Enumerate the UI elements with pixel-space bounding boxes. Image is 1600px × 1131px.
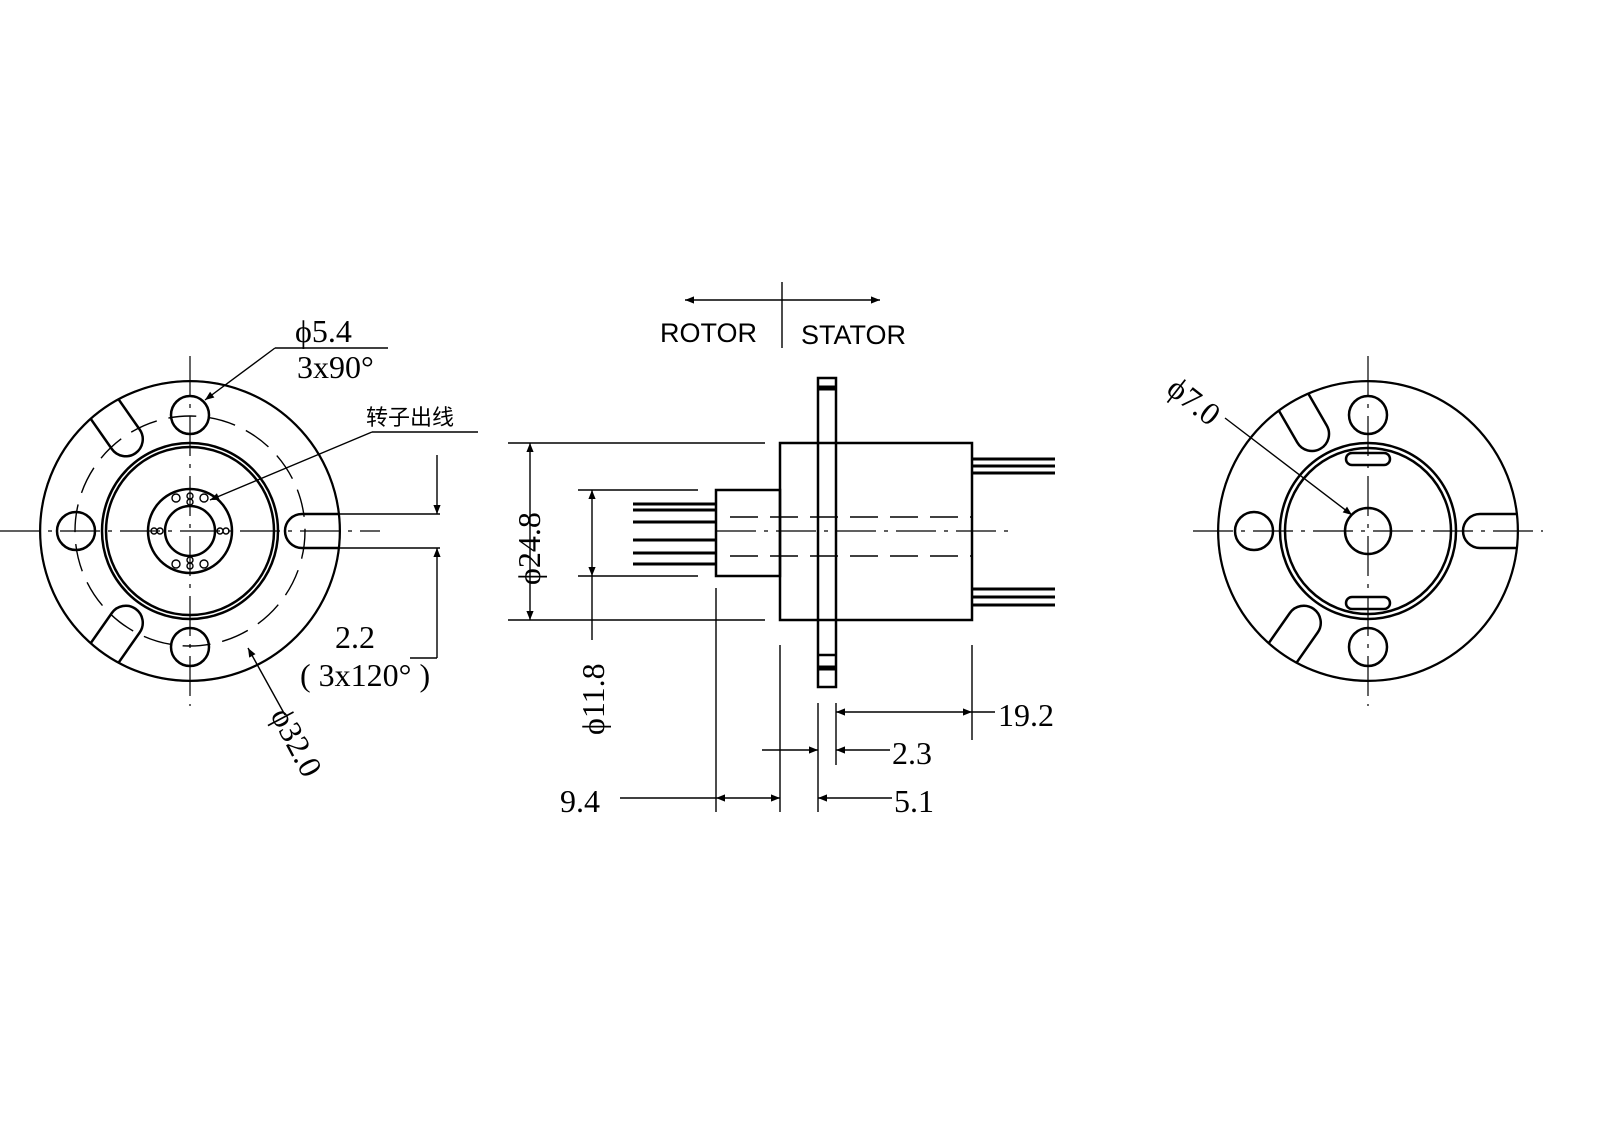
flange-thickness-label: 2.3 [892,735,932,771]
slot-width-label: 2.2 [335,619,375,655]
slot-pattern-label: ( 3x120° ) [300,657,430,693]
hole-pattern-label: 3x90° [297,349,374,385]
flange [816,376,838,689]
side-view: ROTOR STATOR ϕ24.8 ϕ11.8 19.2 2.3 9.4 5.… [508,282,1055,819]
rotor-to-flange-label: 5.1 [894,783,934,819]
body-dia-label: ϕ24.8 [511,512,547,585]
rotor-label: ROTOR [660,318,757,348]
flange-dia-label: ϕ32.0 [264,701,330,782]
hole-dia-label: ϕ5.4 [295,313,352,349]
stator-label: STATOR [801,320,906,350]
rotor-end-view [0,354,380,708]
shaft-dia-label: ϕ11.8 [575,663,611,735]
rotor-wires [633,502,716,566]
right-dimensions: ϕ7.0 [1161,369,1353,516]
rotor-length-label: 9.4 [560,783,600,819]
rotor-leads-label: 转子出线 [366,406,454,431]
stator-length-label: 19.2 [998,697,1054,733]
rotor-shaft [714,488,782,578]
bore-dia-label: ϕ7.0 [1161,369,1228,432]
slots [80,385,355,677]
stator-end-view [1191,354,1545,708]
stator-wires [972,457,1055,607]
